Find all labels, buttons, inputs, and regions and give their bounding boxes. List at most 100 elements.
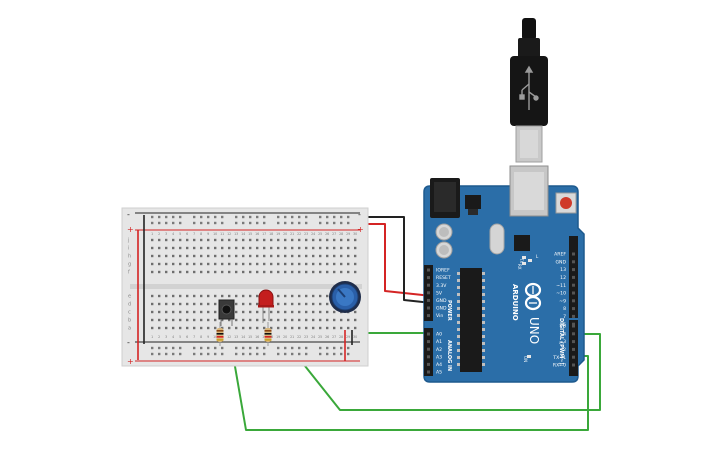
breadboard-hole[interactable] (179, 254, 182, 258)
wire-gnd-black[interactable] (354, 216, 433, 304)
rail-hole[interactable] (158, 352, 161, 356)
breadboard-hole[interactable] (284, 238, 287, 242)
rail-hole[interactable] (158, 346, 161, 350)
breadboard-hole[interactable] (270, 262, 273, 266)
rail-hole[interactable] (249, 221, 252, 225)
breadboard-hole[interactable] (305, 294, 308, 298)
rail-hole[interactable] (298, 352, 301, 356)
breadboard-hole[interactable] (256, 238, 259, 242)
rail-hole[interactable] (319, 215, 322, 219)
breadboard-hole[interactable] (186, 302, 189, 306)
breadboard-hole[interactable] (305, 262, 308, 266)
breadboard-hole[interactable] (158, 246, 161, 250)
breadboard-hole[interactable] (277, 302, 280, 306)
rail-hole[interactable] (340, 215, 343, 219)
breadboard-hole[interactable] (200, 254, 203, 258)
breadboard-hole[interactable] (270, 246, 273, 250)
rail-hole[interactable] (263, 346, 266, 350)
breadboard-hole[interactable] (291, 310, 294, 314)
breadboard-hole[interactable] (179, 318, 182, 322)
header-pin[interactable] (427, 370, 430, 374)
breadboard-hole[interactable] (151, 246, 154, 250)
breadboard-hole[interactable] (165, 302, 168, 306)
breadboard-hole[interactable] (186, 294, 189, 298)
breadboard-hole[interactable] (172, 270, 175, 274)
breadboard-hole[interactable] (291, 238, 294, 242)
breadboard-hole[interactable] (158, 302, 161, 306)
breadboard-hole[interactable] (200, 294, 203, 298)
breadboard-hole[interactable] (158, 262, 161, 266)
rail-hole[interactable] (333, 346, 336, 350)
rail-hole[interactable] (326, 221, 329, 225)
breadboard[interactable]: 1122334455667788991010111112121313141415… (121, 207, 369, 367)
header-pin[interactable] (572, 299, 575, 303)
rail-hole[interactable] (193, 215, 196, 219)
breadboard-hole[interactable] (284, 326, 287, 330)
rail-hole[interactable] (207, 352, 210, 356)
breadboard-hole[interactable] (354, 254, 357, 258)
rail-hole[interactable] (235, 221, 238, 225)
breadboard-hole[interactable] (221, 238, 224, 242)
rail-hole[interactable] (165, 215, 168, 219)
rail-hole[interactable] (291, 346, 294, 350)
breadboard-hole[interactable] (319, 326, 322, 330)
rail-hole[interactable] (235, 352, 238, 356)
breadboard-hole[interactable] (193, 318, 196, 322)
breadboard-hole[interactable] (235, 294, 238, 298)
rail-hole[interactable] (256, 215, 259, 219)
breadboard-hole[interactable] (333, 246, 336, 250)
wire-led-pin5[interactable] (269, 321, 601, 411)
rail-hole[interactable] (284, 352, 287, 356)
breadboard-hole[interactable] (312, 326, 315, 330)
breadboard-hole[interactable] (151, 302, 154, 306)
breadboard-hole[interactable] (354, 326, 357, 330)
breadboard-hole[interactable] (235, 318, 238, 322)
breadboard-hole[interactable] (214, 246, 217, 250)
rail-hole[interactable] (221, 352, 224, 356)
breadboard-hole[interactable] (242, 238, 245, 242)
breadboard-hole[interactable] (326, 262, 329, 266)
breadboard-hole[interactable] (277, 318, 280, 322)
rail-hole[interactable] (326, 346, 329, 350)
breadboard-hole[interactable] (228, 254, 231, 258)
breadboard-hole[interactable] (207, 294, 210, 298)
breadboard-hole[interactable] (172, 302, 175, 306)
rail-hole[interactable] (319, 352, 322, 356)
breadboard-hole[interactable] (319, 270, 322, 274)
breadboard-hole[interactable] (284, 270, 287, 274)
breadboard-hole[interactable] (298, 262, 301, 266)
breadboard-hole[interactable] (305, 254, 308, 258)
header-pin[interactable] (427, 306, 430, 310)
breadboard-hole[interactable] (340, 246, 343, 250)
breadboard-hole[interactable] (179, 294, 182, 298)
breadboard-hole[interactable] (242, 246, 245, 250)
breadboard-hole[interactable] (179, 302, 182, 306)
breadboard-hole[interactable] (291, 254, 294, 258)
rail-hole[interactable] (151, 352, 154, 356)
header-pin[interactable] (427, 362, 430, 366)
breadboard-hole[interactable] (333, 262, 336, 266)
breadboard-hole[interactable] (158, 294, 161, 298)
breadboard-hole[interactable] (193, 238, 196, 242)
breadboard-hole[interactable] (193, 310, 196, 314)
breadboard-hole[interactable] (249, 254, 252, 258)
header-pin[interactable] (572, 307, 575, 311)
breadboard-hole[interactable] (277, 326, 280, 330)
rail-hole[interactable] (207, 215, 210, 219)
breadboard-hole[interactable] (235, 238, 238, 242)
rail-hole[interactable] (277, 352, 280, 356)
breadboard-hole[interactable] (172, 246, 175, 250)
breadboard-hole[interactable] (319, 294, 322, 298)
breadboard-hole[interactable] (277, 246, 280, 250)
breadboard-hole[interactable] (263, 318, 266, 322)
breadboard-hole[interactable] (151, 310, 154, 314)
rail-hole[interactable] (221, 221, 224, 225)
breadboard-hole[interactable] (221, 246, 224, 250)
breadboard-hole[interactable] (249, 238, 252, 242)
breadboard-hole[interactable] (326, 302, 329, 306)
rail-hole[interactable] (172, 352, 175, 356)
breadboard-hole[interactable] (151, 270, 154, 274)
rail-hole[interactable] (256, 352, 259, 356)
rail-hole[interactable] (284, 215, 287, 219)
breadboard-hole[interactable] (186, 326, 189, 330)
